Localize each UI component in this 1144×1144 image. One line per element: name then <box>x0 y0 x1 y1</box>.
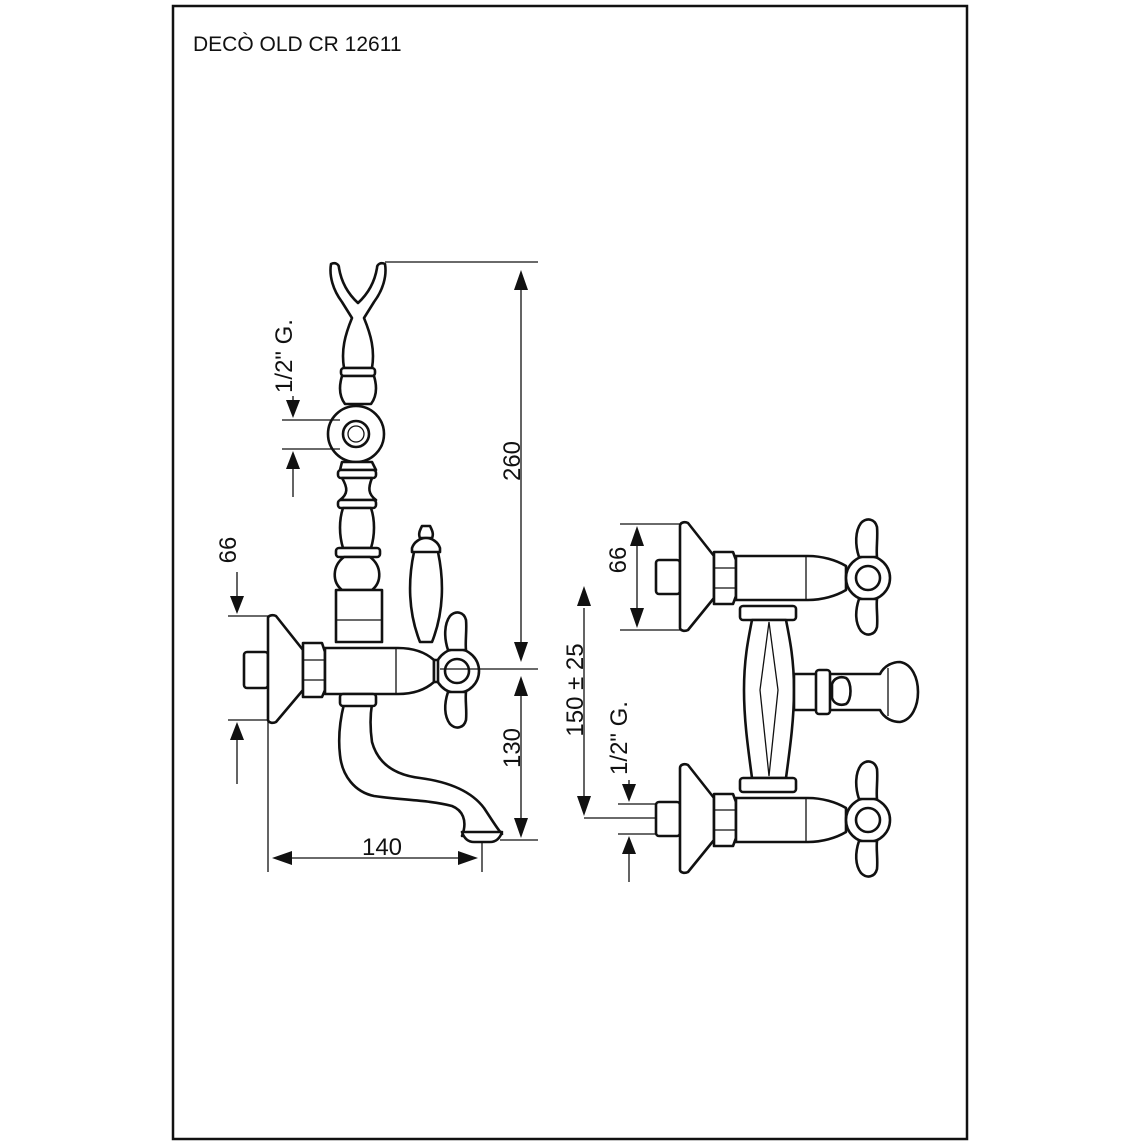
front-view: 66 150 ± 25 1/2" G. <box>562 518 920 882</box>
handle-arm-bottom <box>443 690 468 729</box>
dimension-thread-side: 1/2" G. <box>271 319 340 497</box>
upper-handle-arm-bottom <box>854 597 879 636</box>
handle-arm-top <box>443 611 468 652</box>
dim-label-130: 130 <box>499 728 526 768</box>
diverter-lever <box>408 536 444 644</box>
spout-outlet <box>460 830 504 844</box>
upper-flange <box>678 520 716 633</box>
spout-collar <box>338 692 378 708</box>
lower-thread-stub <box>654 800 682 838</box>
shower-connector-inner <box>347 425 365 443</box>
center-column-facet <box>759 621 779 777</box>
wall-flange <box>266 613 305 725</box>
dimension-150: 150 ± 25 <box>562 586 656 819</box>
front-spout-body <box>792 660 920 724</box>
dim-label-140: 140 <box>362 834 402 861</box>
column-body <box>338 506 376 550</box>
dimension-66-front: 66 <box>605 523 680 631</box>
lower-valve-body <box>734 796 848 844</box>
dim-label-150: 150 ± 25 <box>562 643 589 736</box>
front-spout-ring <box>814 668 832 716</box>
flange-nut <box>301 641 327 699</box>
diverter-knob-tip <box>417 524 435 540</box>
dim-label-thread-front: 1/2" G. <box>606 701 633 775</box>
handle-stem <box>432 658 440 684</box>
product-title: DECÒ OLD CR 12611 <box>193 33 402 56</box>
dim-label-thread-side: 1/2" G. <box>271 319 298 393</box>
upper-handle-cap <box>854 564 882 592</box>
handle-hub-cap <box>443 657 471 685</box>
lower-nut <box>712 792 738 848</box>
lower-handle-arm-bottom <box>854 839 879 878</box>
shower-holder-fork <box>329 261 387 370</box>
column-band-3 <box>334 546 382 559</box>
upper-valve-body <box>734 554 848 602</box>
column-bulb <box>333 555 381 592</box>
column-base <box>334 588 384 644</box>
side-view: 260 130 140 66 <box>215 261 538 872</box>
center-column <box>742 618 796 780</box>
upper-handle-arm-top <box>854 518 879 559</box>
lower-handle-cap <box>854 806 882 834</box>
shower-connector-bore <box>341 419 371 449</box>
lower-handle-arm-top <box>854 760 879 801</box>
dim-label-260: 260 <box>499 441 526 481</box>
dim-label-66-front: 66 <box>605 547 632 574</box>
dim-label-66-side: 66 <box>215 537 242 564</box>
dimension-66-side: 66 <box>215 537 268 784</box>
dimension-thread-front: 1/2" G. <box>606 701 656 882</box>
wall-thread-stub <box>242 650 270 690</box>
dimension-260: 260 <box>385 261 538 670</box>
front-spout-knob <box>830 675 852 707</box>
spout <box>337 702 504 838</box>
dimension-130: 130 <box>499 676 538 841</box>
center-bottom-band <box>738 776 798 794</box>
dimension-140: 140 <box>267 722 483 872</box>
center-top-band <box>738 604 798 622</box>
column-baluster <box>338 476 378 502</box>
mixer-body <box>323 646 436 696</box>
upper-nut <box>712 550 738 606</box>
drawing-frame <box>171 4 969 1141</box>
upper-thread-stub <box>654 558 682 596</box>
holder-neck <box>338 374 378 406</box>
lower-flange <box>678 762 716 875</box>
